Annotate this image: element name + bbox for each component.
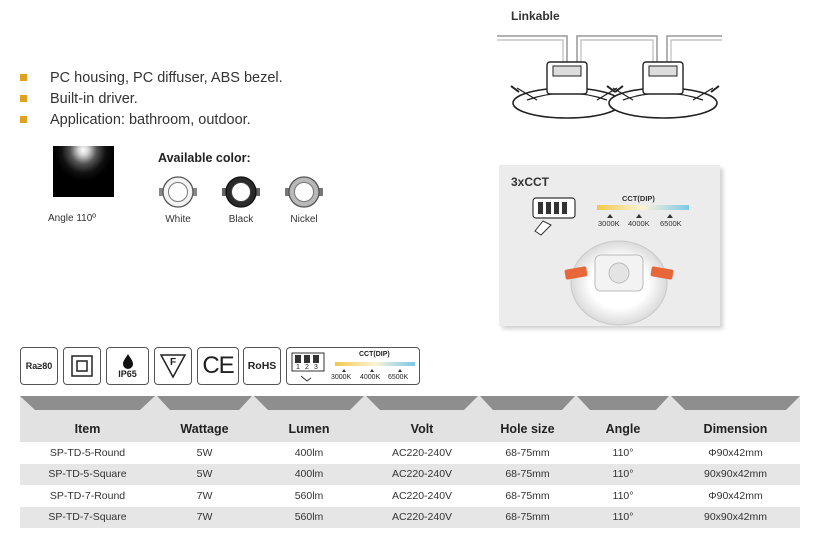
header-tab-decoration [20,396,155,410]
cell-lumen: 560lm [294,511,324,524]
feature-item: Built-in driver. [20,88,283,109]
cell-angle: 110° [612,468,634,481]
beam-angle-image [53,146,114,197]
cct-feature-card: 3xCCT CCT(DIP) 3000K 4000K 6500K [499,165,720,326]
cell-lumen: 560lm [294,489,324,502]
table-row: SP-TD-5-Square 5W 400lm AC220-240V 68-75… [20,463,800,485]
cell-hole-size: 68-75mm [505,446,550,459]
downlight-1-icon [510,61,624,119]
cct-gradient-bar [597,205,689,210]
column-header-wattage: Wattage [180,422,229,436]
column-header-hole-size: Hole size [500,422,555,436]
ip65-badge: IP65 [106,347,149,385]
rohs-badge: RoHS [243,347,281,385]
column-header-angle: Angle [605,422,641,436]
table-row: SP-TD-7-Square 7W 560lm AC220-240V 68-75… [20,506,800,528]
nickel-color-swatch [285,176,323,208]
column-header-dimension: Dimension [703,422,768,436]
ce-label: CE [202,352,234,379]
linkable-title: Linkable [511,9,560,23]
cell-volt: AC220-240V [391,511,453,524]
column-header-lumen: Lumen [288,422,330,436]
column-header-item: Item [74,422,101,436]
cell-wattage: 7W [196,511,213,524]
cell-angle: 110° [612,446,634,459]
cell-lumen: 400lm [294,468,324,481]
f-mark-icon: F [154,347,192,385]
white-color-swatch [159,176,197,208]
cell-hole-size: 68-75mm [505,468,550,481]
table-row: SP-TD-5-Round 5W 400lm AC220-240V 68-75m… [20,442,800,464]
cct-temp-6500: 6500K [660,219,682,228]
hand-pointer-icon [534,220,552,236]
beam-angle-label: Angle 110º [48,213,96,224]
rohs-label: RoHS [247,360,277,372]
nickel-color-label: Nickel [290,214,318,225]
cell-volt: AC220-240V [391,468,453,481]
feature-text: Application: bathroom, outdoor. [50,111,251,128]
cct-dip-badge: 1 2 3 CCT(DIP) 3000K 4000K 6500K [286,347,420,385]
cell-angle: 110° [612,511,634,524]
bullet-icon [20,116,27,123]
feature-text: PC housing, PC diffuser, ABS bezel. [50,69,283,86]
dip-number-1: 1 [296,364,300,371]
cell-item: SP-TD-7-Square [48,511,127,524]
cell-item: SP-TD-7-Round [49,489,126,502]
ce-mark: CE [197,347,239,385]
cct-temp-6500: 6500K [388,374,409,381]
cell-angle: 110° [612,489,634,502]
cct-dip-label: CCT(DIP) [359,351,390,358]
cell-wattage: 7W [196,489,213,502]
cell-lumen: 400lm [294,446,324,459]
dip-switch-icon [291,352,415,382]
cct-temp-3000: 3000K [598,219,620,228]
cct-temp-4000: 4000K [628,219,650,228]
f-mark-label: F [170,357,177,368]
white-color-label: White [165,214,191,225]
cri-badge: Ra≥80 [20,347,58,385]
table-row: SP-TD-7-Round 7W 560lm AC220-240V 68-75m… [20,485,800,507]
bullet-icon [20,95,27,102]
spec-table: Item Wattage Lumen Volt Hole size Angle … [20,396,800,528]
bullet-icon [20,74,27,81]
cct-card-title: 3xCCT [511,175,550,189]
feature-item: Application: bathroom, outdoor. [20,109,283,130]
cct-temp-3000: 3000K [331,374,352,381]
cell-item: SP-TD-5-Round [49,446,126,459]
feature-list: PC housing, PC diffuser, ABS bezel. Buil… [20,67,283,130]
cell-dimension: 90x90x42mm [703,511,768,524]
feature-item: PC housing, PC diffuser, ABS bezel. [20,67,283,88]
cell-hole-size: 68-75mm [505,489,550,502]
black-color-label: Black [228,214,254,225]
dip-number-3: 3 [314,364,318,371]
cri-label: Ra≥80 [25,361,53,371]
cell-hole-size: 68-75mm [505,511,550,524]
cell-volt: AC220-240V [391,489,453,502]
cell-dimension: 90x90x42mm [703,468,768,481]
cct-illustration [532,197,689,326]
downlight-2-icon [606,61,720,119]
feature-text: Built-in driver. [50,90,138,107]
linkable-illustration [497,35,722,119]
water-drop-icon [122,354,133,369]
cell-dimension: Φ90x42mm [708,489,763,502]
cell-dimension: Φ90x42mm [708,446,763,459]
cell-wattage: 5W [196,468,213,481]
cell-volt: AC220-240V [391,446,453,459]
dip-number-2: 2 [305,364,309,371]
table-header: Item Wattage Lumen Volt Hole size Angle … [20,396,800,442]
ip-rating-label: IP65 [118,369,137,379]
cell-wattage: 5W [196,446,213,459]
class-ii-icon [63,347,101,385]
cct-temp-4000: 4000K [360,374,381,381]
black-color-swatch [222,176,260,208]
cct-dip-label: CCT(DIP) [622,194,655,203]
available-color-title: Available color: [158,151,251,165]
cell-item: SP-TD-5-Square [48,468,127,481]
column-header-volt: Volt [410,422,434,436]
